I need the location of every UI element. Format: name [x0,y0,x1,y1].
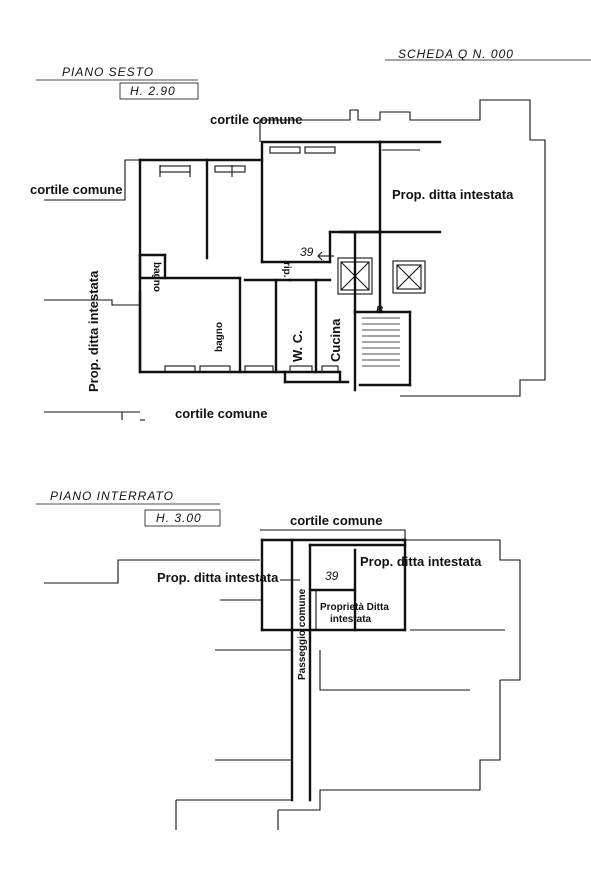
scheda-label: SCHEDA Q N. 000 [398,47,514,61]
upper-property-right: Prop. ditta intestata [392,187,514,202]
upper-height: H. 2.90 [130,84,176,98]
upper-wc: W. C. [290,330,305,362]
upper-floor-title: PIANO SESTO [62,65,154,79]
upper-storage-label: rip. [281,262,292,278]
lower-owner-line-1: Proprietà Ditta [320,602,389,613]
lower-floor-title: PIANO INTERRATO [50,489,174,503]
upper-unit-number: 39 [300,245,314,259]
upper-stair-label: B [376,305,383,316]
lower-courtyard-top: cortile comune [290,513,382,528]
upper-courtyard-left: cortile comune [30,182,122,197]
lower-property-left: Prop. ditta intestata [157,570,279,585]
lower-unit-number: 39 [325,569,339,583]
lower-floor-plan [44,529,521,830]
upper-bath-1: bagno [151,262,162,292]
lower-height: H. 3.00 [156,511,202,525]
upper-height-box [119,82,199,100]
lower-height-box [144,509,221,527]
upper-property-left: Prop. ditta intestata [86,270,101,392]
lower-corridor: Passeggio comune [297,588,308,680]
upper-floor-plan [44,99,546,421]
lower-owner-line-2: intestata [330,614,372,625]
lower-property-right: Prop. ditta intestata [360,554,482,569]
upper-kitchen: Cucina [328,318,343,362]
upper-courtyard-top: cortile comune [210,112,302,127]
upper-bath-2: bagno [214,322,225,352]
upper-courtyard-bottom: cortile comune [175,406,267,421]
